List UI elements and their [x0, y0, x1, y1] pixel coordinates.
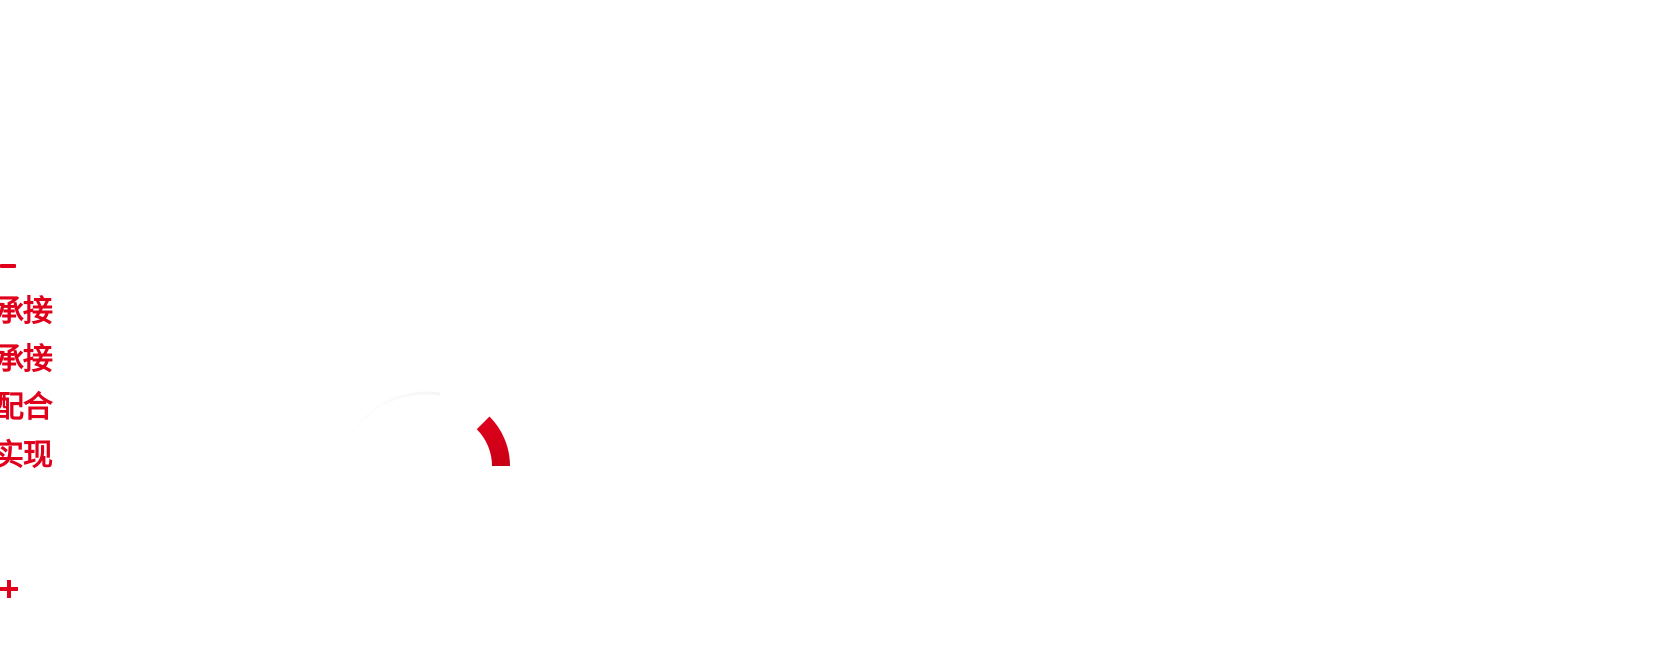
gauge-fill-segment	[476, 416, 510, 466]
minus-icon[interactable]	[0, 264, 16, 268]
nav-item-4[interactable]: 实现	[0, 438, 53, 473]
ring-gauge-icon	[336, 391, 510, 467]
nav-item-3[interactable]: 配合	[0, 390, 53, 425]
gauge-track	[336, 391, 441, 467]
plus-icon[interactable]	[0, 580, 18, 598]
side-nav: 承接 承接 配合 实现	[0, 255, 84, 635]
nav-item-2[interactable]: 承接	[0, 342, 53, 377]
nav-item-1[interactable]: 承接	[0, 294, 53, 329]
